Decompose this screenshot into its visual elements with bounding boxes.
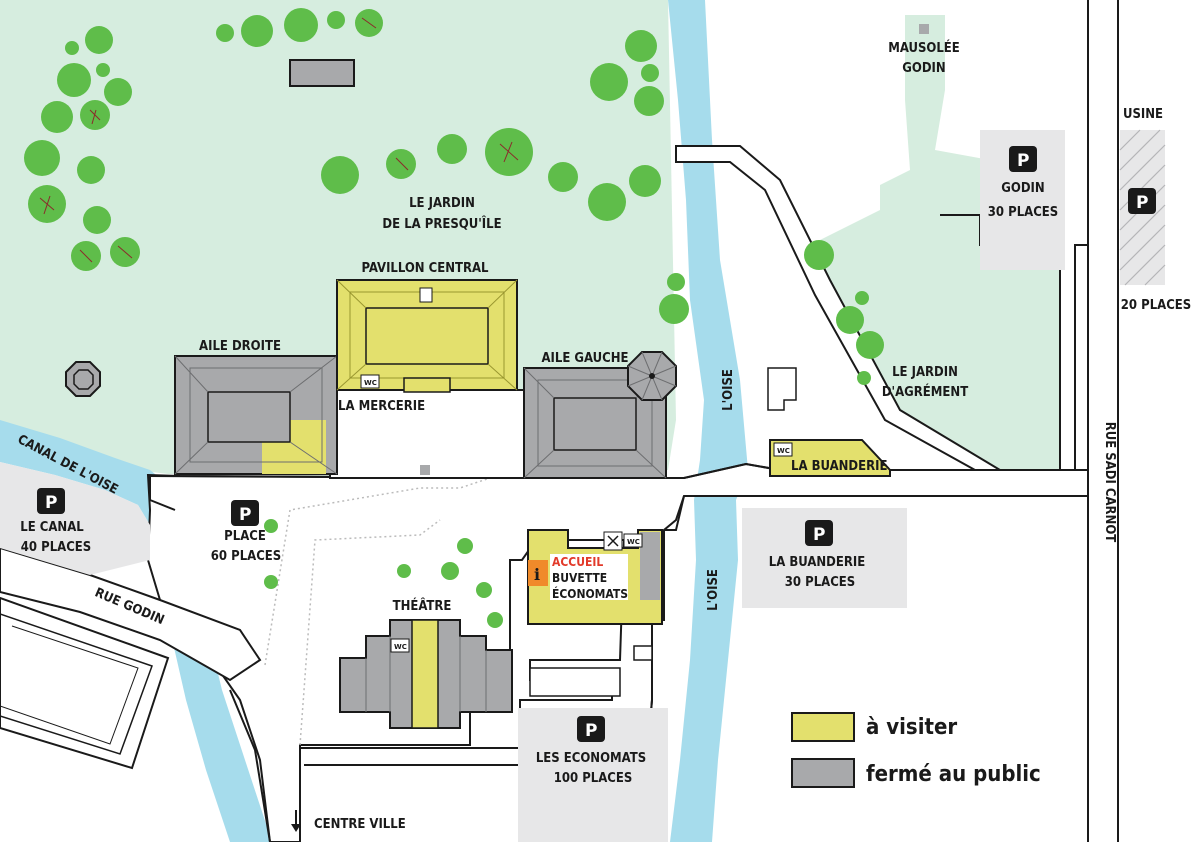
parking-buanderie-places: 30 PLACES bbox=[785, 575, 855, 590]
buanderie-bldg bbox=[769, 439, 891, 477]
label-mercerie: LA MERCERIE bbox=[338, 399, 425, 414]
svg-text:WC: WC bbox=[627, 538, 640, 546]
svg-text:WC: WC bbox=[394, 643, 407, 651]
svg-text:P: P bbox=[585, 721, 597, 741]
trees bbox=[24, 8, 884, 628]
svg-text:P: P bbox=[1136, 193, 1148, 213]
label-usine: USINE bbox=[1123, 107, 1163, 122]
theatre-bldg bbox=[339, 619, 513, 729]
rue-godin bbox=[0, 546, 262, 682]
wc-icon: WC bbox=[773, 442, 793, 457]
parking-godin-places: 30 PLACES bbox=[988, 205, 1058, 220]
parking-canal-places: 40 PLACES bbox=[21, 540, 91, 555]
parking-buanderie-name: LA BUANDERIE bbox=[769, 555, 865, 570]
label-jardin-presquile-1: LE JARDIN bbox=[409, 196, 475, 211]
svg-text:WC: WC bbox=[777, 447, 790, 455]
jardin-agrement-area bbox=[800, 15, 1060, 470]
label-pavillon-central: PAVILLON CENTRAL bbox=[361, 261, 489, 276]
aile-droite-bldg bbox=[174, 355, 338, 475]
svg-text:P: P bbox=[1017, 151, 1029, 171]
parking-icon: P bbox=[231, 500, 259, 526]
legend-closed-label: fermé au public bbox=[866, 762, 1041, 787]
label-mausolee-1: MAUSOLÉE bbox=[888, 40, 960, 56]
parking-place-places: 60 PLACES bbox=[211, 549, 281, 564]
label-theatre: THÉÂTRE bbox=[393, 598, 452, 614]
down-arrow-icon bbox=[291, 810, 301, 832]
parking-economats-places: 100 PLACES bbox=[554, 771, 633, 786]
familistere-bldg bbox=[0, 596, 170, 770]
oise-river bbox=[668, 0, 748, 842]
label-buanderie: LA BUANDERIE bbox=[791, 459, 887, 474]
label-aile-droite: AILE DROITE bbox=[199, 339, 281, 354]
svg-text:i: i bbox=[534, 565, 540, 584]
parking-economats-name: LES ECONOMATS bbox=[536, 751, 646, 766]
label-aile-gauche: AILE GAUCHE bbox=[541, 351, 628, 366]
label-jardin-agrement-2: D'AGRÉMENT bbox=[882, 384, 968, 400]
label-jardin-agrement-1: LE JARDIN bbox=[892, 365, 958, 380]
restaurant-icon bbox=[603, 531, 623, 551]
parking-icon: P bbox=[577, 716, 605, 742]
svg-text:P: P bbox=[45, 493, 57, 513]
parking-godin-name: GODIN bbox=[1001, 181, 1044, 196]
label-centre-ville: CENTRE VILLE bbox=[314, 817, 406, 832]
mausolee-marker bbox=[919, 24, 929, 34]
parking-icon: P bbox=[1128, 188, 1156, 214]
wc-icon: WC bbox=[623, 533, 643, 548]
pavillon-central-bldg bbox=[336, 279, 518, 393]
wc-icon: WC bbox=[360, 374, 380, 389]
legend: à visiter fermé au public bbox=[791, 712, 1041, 788]
parking-usine-places: 20 PLACES bbox=[1121, 298, 1191, 313]
wc-icon: WC bbox=[390, 638, 410, 653]
tree-blossoms bbox=[39, 17, 519, 263]
label-oise-lower: L'OISE bbox=[706, 569, 721, 611]
canal-oise bbox=[0, 420, 272, 842]
legend-swatch-visit bbox=[791, 712, 855, 742]
parking-icon: P bbox=[805, 520, 833, 546]
usine-hatch bbox=[1119, 129, 1166, 286]
legend-visit-label: à visiter bbox=[866, 715, 957, 740]
pavillon-garden-bldg bbox=[289, 59, 355, 87]
svg-text:WC: WC bbox=[364, 379, 377, 387]
label-oise-upper: L'OISE bbox=[721, 369, 736, 411]
parking-place-name: PLACE bbox=[224, 529, 266, 544]
label-buvette: BUVETTE bbox=[552, 571, 607, 585]
svg-text:P: P bbox=[813, 525, 825, 545]
legend-swatch-closed bbox=[791, 758, 855, 788]
label-mausolee-2: GODIN bbox=[902, 61, 945, 76]
svg-text:P: P bbox=[239, 505, 251, 525]
parking-icon: P bbox=[1009, 146, 1037, 172]
parking-canal-name: LE CANAL bbox=[20, 520, 84, 535]
info-icon bbox=[528, 560, 548, 586]
label-economats: ÉCONOMATS bbox=[552, 586, 628, 601]
economats-bldg bbox=[527, 529, 663, 625]
kiosque-icon bbox=[65, 361, 101, 397]
label-rue-sadi-carnot: RUE SADI CARNOT bbox=[1102, 422, 1117, 543]
gazebo-icon bbox=[627, 351, 677, 401]
label-accueil: ACCUEIL bbox=[552, 555, 603, 569]
parking-icon: P bbox=[37, 488, 65, 514]
label-jardin-presquile-2: DE LA PRESQU'ÎLE bbox=[382, 216, 501, 232]
